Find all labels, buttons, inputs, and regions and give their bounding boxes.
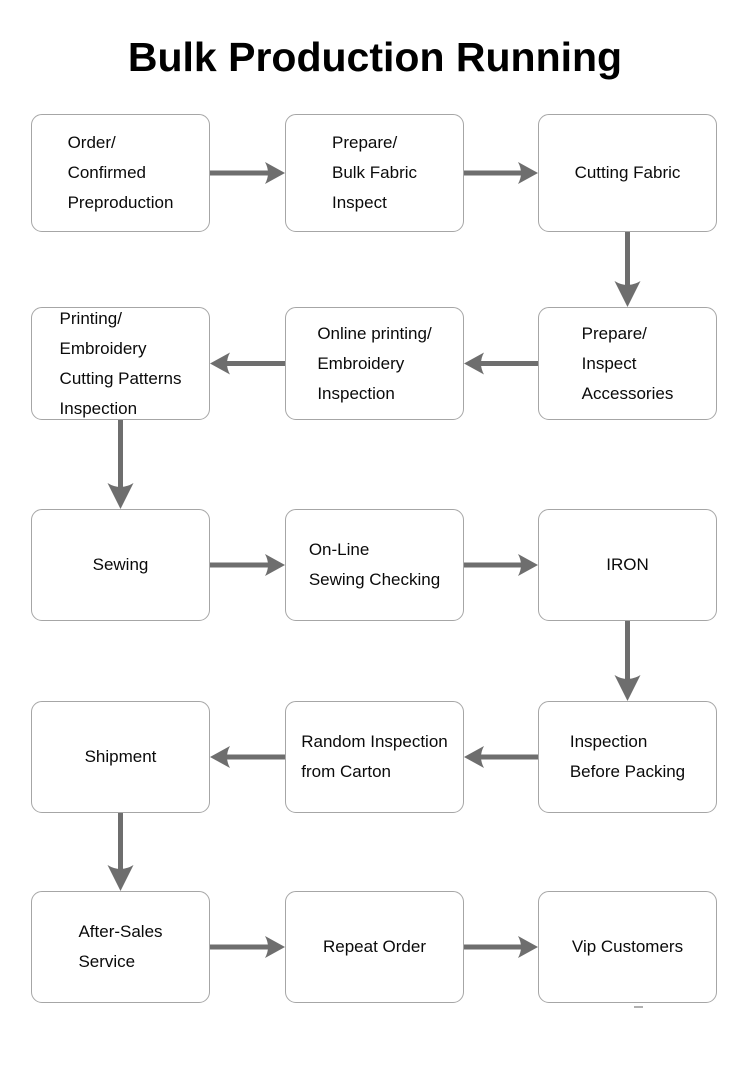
- node-label: On-Line Sewing Checking: [308, 540, 441, 589]
- arrow-after-sales-service-to-repeat-order: [210, 936, 285, 958]
- arrow-prepare-bulk-fabric-inspect-to-cutting-fabric: [464, 162, 538, 184]
- node-label: Prepare/ Inspect Accessories: [581, 323, 674, 403]
- stray-tick-mark: [634, 1006, 643, 1008]
- node-prepare-inspect-accessories[interactable]: Prepare/ Inspect Accessories: [538, 307, 717, 420]
- node-vip-customers[interactable]: Vip Customers: [538, 891, 717, 1003]
- node-on-line-sewing-checking[interactable]: On-Line Sewing Checking: [285, 509, 464, 621]
- node-printing-embroidery-cutting-patterns-inspection[interactable]: Printing/ Embroidery Cutting Patterns In…: [31, 307, 210, 420]
- node-label: Shipment: [84, 747, 157, 766]
- arrow-random-inspection-from-carton-to-shipment: [210, 746, 285, 768]
- node-inspection-before-packing[interactable]: Inspection Before Packing: [538, 701, 717, 813]
- node-order-confirmed-preproduction[interactable]: Order/ Confirmed Preproduction: [31, 114, 210, 232]
- node-label: Printing/ Embroidery Cutting Patterns In…: [59, 308, 182, 418]
- arrow-shipment-to-after-sales-service: [107, 813, 134, 891]
- node-iron[interactable]: IRON: [538, 509, 717, 621]
- node-label: Cutting Fabric: [574, 163, 681, 182]
- node-prepare-bulk-fabric-inspect[interactable]: Prepare/ Bulk Fabric Inspect: [285, 114, 464, 232]
- node-label: Inspection Before Packing: [569, 732, 686, 781]
- node-repeat-order[interactable]: Repeat Order: [285, 891, 464, 1003]
- node-label: Random Inspection from Carton: [301, 732, 448, 781]
- arrow-on-line-sewing-checking-to-iron: [464, 554, 538, 576]
- node-random-inspection-from-carton[interactable]: Random Inspection from Carton: [285, 701, 464, 813]
- node-label: Prepare/ Bulk Fabric Inspect: [331, 133, 418, 212]
- node-cutting-fabric[interactable]: Cutting Fabric: [538, 114, 717, 232]
- node-label: Sewing: [92, 555, 149, 574]
- node-label: Order/ Confirmed Preproduction: [67, 133, 174, 212]
- arrow-cutting-fabric-to-prepare-inspect-accessories: [614, 232, 641, 307]
- node-after-sales-service[interactable]: After-Sales Service: [31, 891, 210, 1003]
- arrow-prepare-inspect-accessories-to-online-printing-embroidery-inspection: [464, 352, 538, 375]
- node-label: Online printing/ Embroidery Inspection: [317, 323, 432, 403]
- node-label: Vip Customers: [571, 937, 684, 956]
- node-online-printing-embroidery-inspection[interactable]: Online printing/ Embroidery Inspection: [285, 307, 464, 420]
- node-label: IRON: [606, 555, 649, 574]
- page-title: Bulk Production Running: [127, 34, 623, 80]
- arrow-sewing-to-on-line-sewing-checking: [210, 554, 285, 576]
- arrow-order-confirmed-preproduction-to-prepare-bulk-fabric-inspect: [210, 162, 285, 184]
- node-shipment[interactable]: Shipment: [31, 701, 210, 813]
- arrow-online-printing-embroidery-inspection-to-printing-embroidery-cutting-patterns-inspection: [210, 352, 285, 375]
- node-label: After-Sales Service: [78, 922, 163, 971]
- arrow-iron-to-inspection-before-packing: [614, 621, 641, 701]
- node-sewing[interactable]: Sewing: [31, 509, 210, 621]
- arrow-repeat-order-to-vip-customers: [464, 936, 538, 958]
- arrow-inspection-before-packing-to-random-inspection-from-carton: [464, 746, 538, 768]
- arrow-printing-embroidery-cutting-patterns-inspection-to-sewing: [107, 420, 134, 509]
- node-label: Repeat Order: [323, 937, 426, 956]
